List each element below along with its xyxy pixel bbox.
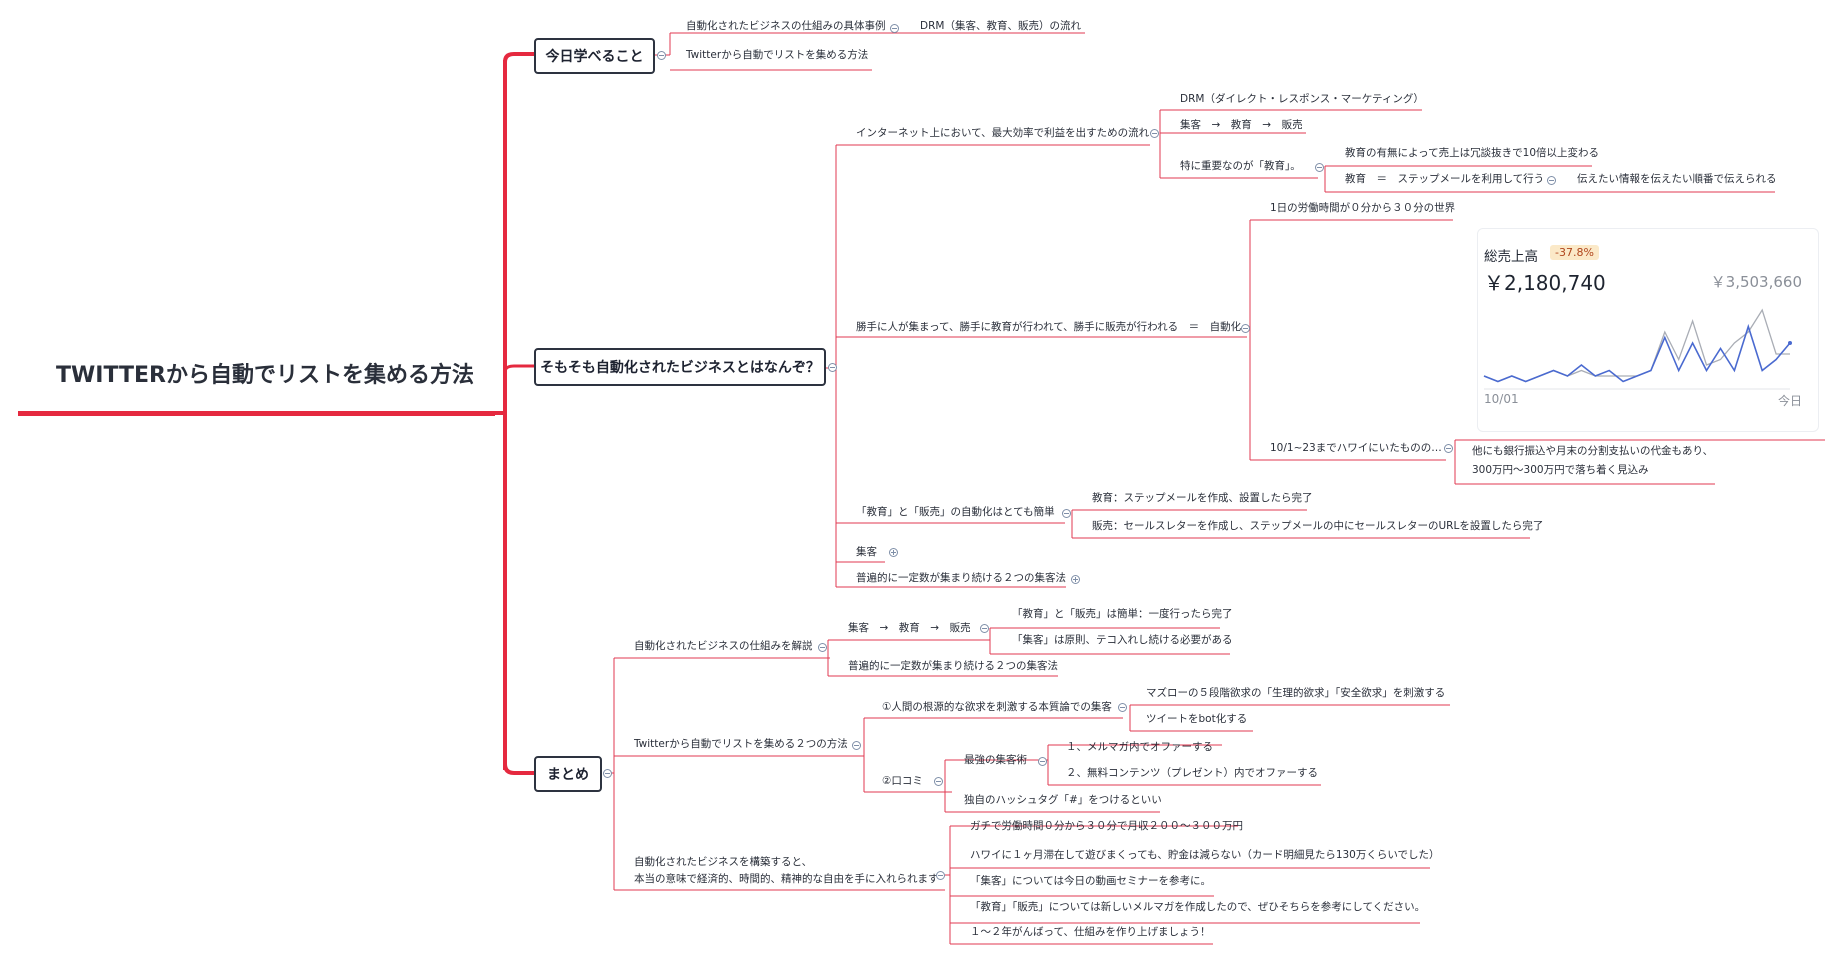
topic-strongest-method[interactable]: 最強の集客術 <box>964 754 1027 766</box>
collapse-toggle-icon[interactable] <box>852 741 861 750</box>
series-line-2 <box>1483 308 1790 383</box>
collapse-toggle-icon[interactable] <box>936 871 945 880</box>
expand-toggle-icon[interactable] <box>889 548 898 557</box>
collapse-toggle-icon[interactable] <box>980 624 989 633</box>
topic-offer-newsletter[interactable]: １、メルマガ内でオファーする <box>1066 741 1213 753</box>
collapse-toggle-icon[interactable] <box>890 24 899 33</box>
topic-word-of-mouth[interactable]: ②口コミ <box>882 775 923 787</box>
topic-drm-definition[interactable]: DRM（ダイレクト・レスポンス・マーケティング） <box>1180 93 1424 105</box>
collapse-toggle-icon[interactable] <box>818 643 827 652</box>
topic-two-methods-summary[interactable]: 普遍的に一定数が集まり続ける２つの集客法 <box>848 660 1058 672</box>
topic-expected-total[interactable]: 300万円〜300万円で落ち着く見込み <box>1472 464 1649 476</box>
collapse-toggle-icon[interactable] <box>603 769 612 778</box>
root-title[interactable]: TWITTERから自動でリストを集める方法 <box>56 363 474 388</box>
topic-twitter-list-method[interactable]: Twitterから自動でリストを集める方法 <box>686 49 869 61</box>
topic-education-step-mail[interactable]: 教育：ステップメールを作成、設置したら完了 <box>1092 492 1313 504</box>
topic-twitter-two-ways[interactable]: Twitterから自動でリストを集める２つの方法 <box>634 738 848 750</box>
topic-build-automation-line1[interactable]: 自動化されたビジネスを構築すると、 <box>634 856 813 868</box>
collapse-toggle-icon[interactable] <box>934 777 943 786</box>
collapse-toggle-icon[interactable] <box>1038 757 1047 766</box>
topic-drm-flow[interactable]: DRM（集客、教育、販売）の流れ <box>920 20 1081 32</box>
topic-max-efficiency-flow[interactable]: インターネット上において、最大効率で利益を出すための流れ <box>856 127 1150 139</box>
topic-education-impact[interactable]: 教育の有無によって売上は冗談抜きで10倍以上変わる <box>1345 147 1600 159</box>
topic-hashtag[interactable]: 独自のハッシュタグ「#」をつけるといい <box>964 794 1162 806</box>
topic-education-sales-easy[interactable]: 「教育」と「販売」の自動化はとても簡単 <box>856 506 1055 518</box>
sales-line-chart <box>1483 308 1792 390</box>
collapse-toggle-icon[interactable] <box>1315 163 1324 172</box>
main-spine <box>495 60 507 770</box>
topic-attraction-ongoing[interactable]: 「集客」は原則、テコ入れし続ける必要がある <box>1012 634 1233 646</box>
topic-offer-free-content[interactable]: ２、無料コンテンツ（プレゼント）内でオファーする <box>1066 767 1318 779</box>
topic-edu-sales-once[interactable]: 「教育」と「販売」は簡単：一度行ったら完了 <box>1012 608 1233 620</box>
topic-flow-steps[interactable]: 集客 → 教育 → 販売 <box>1180 119 1303 131</box>
branch-what-is-automation[interactable]: そもそも自動化されたビジネスとはなんぞ？ <box>534 348 826 386</box>
collapse-toggle-icon[interactable] <box>1118 703 1127 712</box>
topic-two-attraction-methods[interactable]: 普遍的に一定数が集まり続ける２つの集客法 <box>856 572 1066 584</box>
topic-build-system[interactable]: １〜２年がんばって、仕組みを作り上げましょう！ <box>970 926 1211 938</box>
topic-new-newsletter[interactable]: 「教育」「販売」については新しいメルマガを作成したので、ぜひそちらを参考にしてく… <box>970 901 1426 913</box>
collapse-toggle-icon[interactable] <box>1444 444 1453 453</box>
topic-essential-desire[interactable]: ①人間の根源的な欲求を刺激する本質論での集客 <box>882 701 1112 713</box>
topic-zero-work-hours[interactable]: 1日の労働時間が０分から３０分の世界 <box>1270 202 1456 214</box>
topic-tweet-bot[interactable]: ツイートをbot化する <box>1146 713 1248 725</box>
branch-summary[interactable]: まとめ <box>534 756 602 792</box>
collapse-toggle-icon[interactable] <box>1062 509 1071 518</box>
sales-previous-value: ￥3,503,660 <box>1710 273 1802 291</box>
topic-automation-definition[interactable]: 勝手に人が集まって、勝手に教育が行われて、勝手に販売が行われる ＝ 自動化 <box>856 321 1242 333</box>
sales-current-value: ￥2,180,740 <box>1484 271 1606 295</box>
series-line-1 <box>1483 323 1791 383</box>
collapse-toggle-icon[interactable] <box>828 363 837 372</box>
topic-build-automation-line2[interactable]: 本当の意味で経済的、時間的、精神的な自由を手に入れられます <box>634 873 939 885</box>
branch-today[interactable]: 今日学べること <box>534 38 655 74</box>
x-axis-end-label: 今日 <box>1777 394 1802 408</box>
sales-card-label: 総売上高 <box>1484 249 1538 265</box>
topic-hawaii-month[interactable]: ハワイに１ヶ月滞在して遊びまくっても、貯金は減らない（カード明細見たら130万く… <box>970 849 1440 861</box>
topic-automation-example[interactable]: 自動化されたビジネスの仕組みの具体事例 <box>686 20 886 32</box>
series-end-point <box>1788 341 1792 345</box>
topic-monthly-income[interactable]: ガチで労働時間０分から３０分で月収２００〜３００万円 <box>970 820 1243 832</box>
sales-change-badge: -37.8% <box>1550 245 1599 260</box>
spine-to-b1 <box>503 52 534 63</box>
topic-maslow[interactable]: マズローの５段階欲求の「生理的欲求」「安全欲求」を刺激する <box>1146 687 1446 699</box>
collapse-toggle-icon[interactable] <box>657 51 666 60</box>
collapse-toggle-icon[interactable] <box>1150 129 1159 138</box>
topic-sales-letter[interactable]: 販売：セールスレターを作成し、ステップメールの中にセールスレターのURLを設置し… <box>1092 520 1544 532</box>
topic-explain-automation[interactable]: 自動化されたビジネスの仕組みを解説 <box>634 640 813 652</box>
x-axis-start-label: 10/01 <box>1484 392 1519 406</box>
spine-to-b3 <box>503 763 534 775</box>
topic-hawaii[interactable]: 10/1~23までハワイにいたものの… <box>1270 442 1442 454</box>
topic-education-important[interactable]: 特に重要なのが「教育」。 <box>1180 160 1301 172</box>
sales-card: 総売上高 -37.8% ￥2,180,740 ￥3,503,660 10/01 … <box>1477 228 1819 432</box>
topic-bank-transfer-note[interactable]: 他にも銀行振込や月末の分割支払いの代金もあり、 <box>1472 445 1714 457</box>
spine-to-b2 <box>503 364 534 373</box>
topic-flow-steps-summary[interactable]: 集客 → 教育 → 販売 <box>848 622 971 634</box>
expand-toggle-icon[interactable] <box>1071 575 1080 584</box>
root-underline <box>18 411 495 416</box>
collapse-toggle-icon[interactable] <box>1547 176 1556 185</box>
collapse-toggle-icon[interactable] <box>1241 324 1250 333</box>
topic-convey-order[interactable]: 伝えたい情報を伝えたい順番で伝えられる <box>1577 173 1777 185</box>
topic-attraction[interactable]: 集客 <box>856 546 877 558</box>
topic-step-mail[interactable]: 教育 ＝ ステップメールを利用して行う <box>1345 173 1545 185</box>
topic-video-seminar[interactable]: 「集客」については今日の動画セミナーを参考に。 <box>970 875 1211 887</box>
